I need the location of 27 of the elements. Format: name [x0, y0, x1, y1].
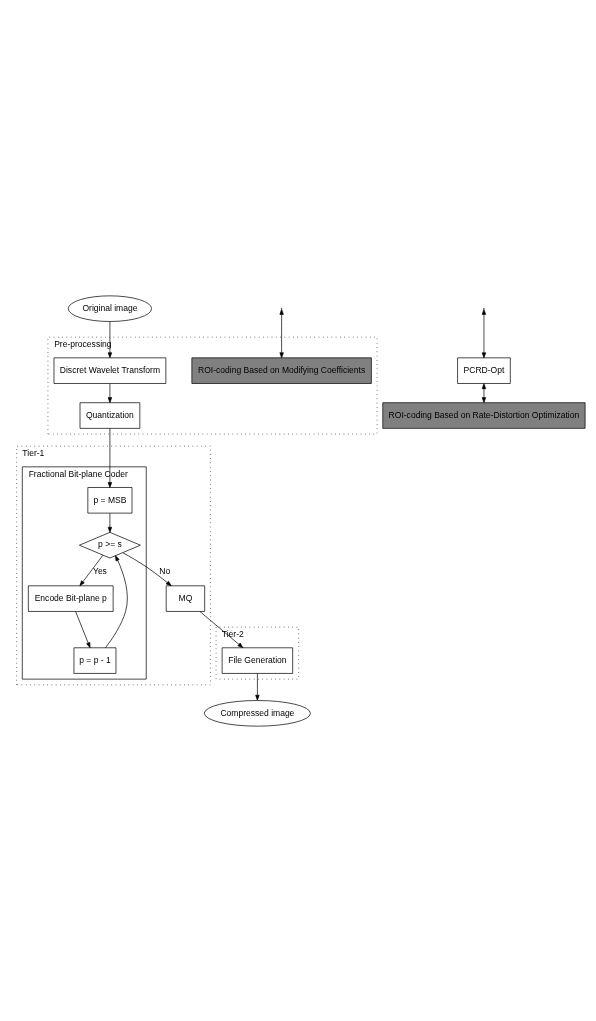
arrow	[75, 610, 91, 648]
arrow	[107, 382, 113, 403]
node-ellipse: Compressed image	[204, 699, 311, 726]
arrow	[255, 672, 260, 701]
node-box: MQ	[165, 584, 206, 612]
arrow	[79, 554, 104, 586]
node-box: File Generation	[221, 646, 293, 674]
node-box: ROI-coding Based on Rate-Distortion Optimization	[382, 401, 586, 429]
arrow	[107, 427, 113, 488]
arrow	[107, 320, 113, 358]
edge-label: No	[159, 565, 171, 576]
node-ellipse: Original image	[67, 295, 152, 322]
node-box: p = MSB	[87, 486, 133, 513]
arrow	[199, 610, 244, 648]
node-box: PCRD-Opt	[457, 356, 511, 384]
node-box: Encode Bit-plane p	[28, 584, 114, 612]
node-box: Quantization	[79, 401, 141, 429]
arrow	[105, 554, 128, 648]
arrow	[481, 308, 487, 358]
arrow	[481, 382, 487, 403]
node-diamond: p >= s	[79, 531, 141, 558]
node-box: ROI-coding Based on Modifying Coefficients	[191, 356, 372, 384]
node-box: Discret Wavelet Transform	[53, 356, 167, 384]
arrow	[122, 551, 172, 586]
node-box: p = p - 1	[73, 646, 117, 674]
edge-label: Yes	[92, 565, 107, 576]
arrow	[107, 512, 113, 533]
